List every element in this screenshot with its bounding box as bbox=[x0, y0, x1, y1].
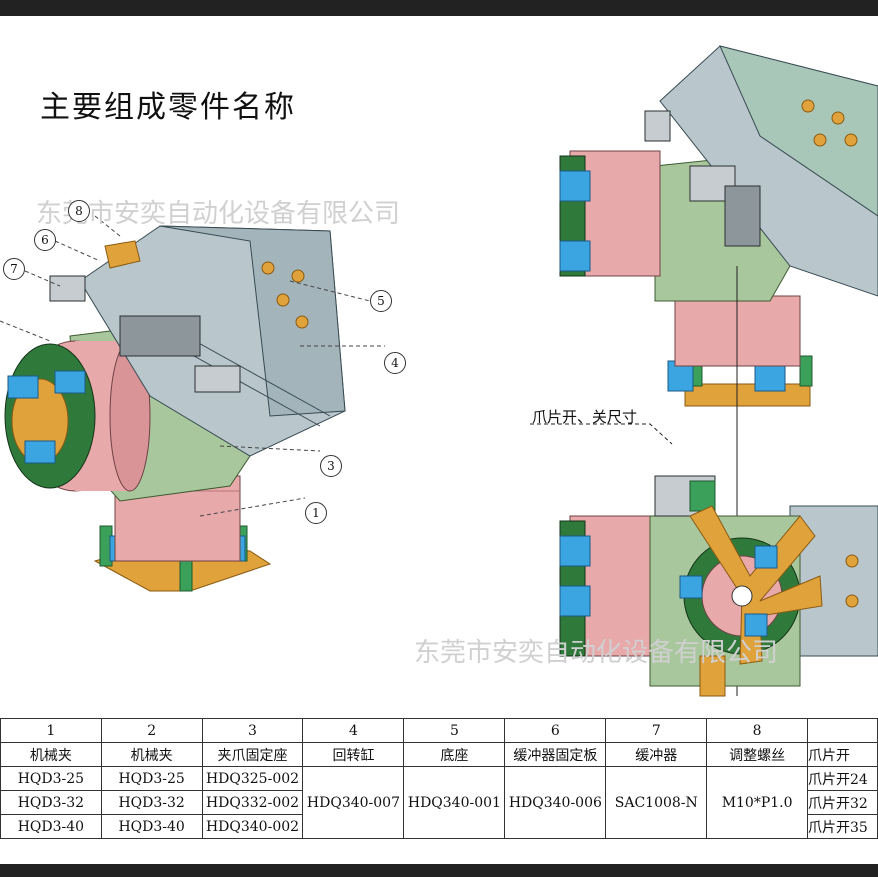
table-header: 底座 bbox=[403, 742, 506, 767]
screw bbox=[845, 594, 859, 608]
screw bbox=[261, 261, 275, 275]
table-header: 调整螺丝 bbox=[706, 742, 809, 767]
watermark-bottom: 东莞市安奕自动化设备有限公司 bbox=[414, 638, 779, 668]
table-header: 缓冲器 bbox=[605, 742, 708, 767]
jaw bbox=[679, 575, 703, 599]
top-bar bbox=[0, 0, 878, 16]
table-cell: HQD3-25 bbox=[0, 766, 102, 791]
table-cell: HQD3-25 bbox=[100, 766, 203, 791]
table-cell: 爪片开24 bbox=[807, 766, 878, 791]
jaw bbox=[54, 370, 86, 394]
base-plate bbox=[684, 383, 811, 407]
table-header: 机械夹 bbox=[100, 742, 203, 767]
screw bbox=[845, 554, 859, 568]
leader-line bbox=[199, 497, 306, 517]
table-row: HQD3-40 HQD3-40 HDQ340-002 爪片开35 bbox=[0, 814, 878, 839]
leader-line bbox=[24, 270, 61, 287]
jaw bbox=[744, 613, 768, 637]
table-header: 缓冲器固定板 bbox=[504, 742, 607, 767]
right-front-view bbox=[559, 475, 878, 697]
buffer-plate bbox=[724, 185, 761, 247]
claw-plate bbox=[689, 505, 823, 665]
table-cell: 4 bbox=[302, 718, 405, 743]
left-assembly bbox=[0, 215, 385, 592]
stopper bbox=[754, 365, 786, 392]
buffer bbox=[699, 655, 726, 697]
table-cell: HDQ340-006 bbox=[504, 766, 607, 839]
table-cell: 1 bbox=[0, 718, 102, 743]
table-cell: HDQ325-002 bbox=[201, 766, 304, 791]
callout-7: 7 bbox=[3, 258, 25, 280]
leader-line bbox=[94, 215, 121, 237]
table-header-row: 机械夹 机械夹 夹爪固定座 回转缸 底座 缓冲器固定板 缓冲器 调整螺丝 爪片开 bbox=[0, 742, 878, 767]
bolt bbox=[49, 275, 86, 302]
table-cell: HQD3-32 bbox=[100, 790, 203, 815]
screw bbox=[831, 111, 845, 125]
buffer bbox=[194, 365, 241, 393]
table-number-row: 1 2 3 4 5 6 7 8 bbox=[0, 718, 878, 743]
callout-3: 3 bbox=[320, 455, 342, 477]
page-title: 主要组成零件名称 bbox=[40, 90, 296, 125]
table-cell: HQD3-40 bbox=[100, 814, 203, 839]
leader-line bbox=[219, 445, 321, 452]
buffer-plate bbox=[119, 315, 201, 357]
table-cell: 5 bbox=[403, 718, 506, 743]
watermark-top: 东莞市安奕自动化设备有限公司 bbox=[36, 199, 401, 229]
table-cell: 2 bbox=[100, 718, 203, 743]
jaw bbox=[7, 375, 39, 399]
bottom-bar bbox=[0, 864, 878, 877]
table-cell: HQD3-40 bbox=[0, 814, 102, 839]
table-cell: HDQ340-002 bbox=[201, 814, 304, 839]
dimension-label: 爪片开、关尺寸 bbox=[532, 408, 638, 426]
table-cell: HDQ340-007 bbox=[302, 766, 405, 839]
right-side-view bbox=[530, 45, 878, 696]
screw bbox=[844, 133, 858, 147]
table-header: 爪片开 bbox=[807, 742, 878, 767]
table-header: 夹爪固定座 bbox=[201, 742, 304, 767]
callout-6: 6 bbox=[34, 229, 56, 251]
leader-line bbox=[54, 240, 101, 262]
screw bbox=[276, 293, 290, 307]
table-cell bbox=[807, 718, 878, 743]
table-row: HQD3-25 HQD3-25 HDQ325-002 HDQ340-007 HD… bbox=[0, 766, 878, 839]
table-header: 机械夹 bbox=[0, 742, 102, 767]
table-cell: SAC1008-N bbox=[605, 766, 708, 839]
callout-1: 1 bbox=[305, 502, 327, 524]
table-cell: 8 bbox=[706, 718, 809, 743]
table-cell: 7 bbox=[605, 718, 708, 743]
jaw bbox=[559, 240, 591, 272]
adjust-screw bbox=[104, 240, 141, 269]
jaw bbox=[559, 585, 591, 617]
table-cell: 爪片开35 bbox=[807, 814, 878, 839]
jaw bbox=[24, 440, 56, 464]
table-row: HQD3-32 HQD3-32 HDQ332-002 爪片开32 bbox=[0, 790, 878, 815]
table-cell: 3 bbox=[201, 718, 304, 743]
table-cell: 爪片开32 bbox=[807, 790, 878, 815]
dimension-leader bbox=[530, 423, 673, 445]
parts-table: 1 2 3 4 5 6 7 8 机械夹 机械夹 夹爪固定座 回转缸 底座 缓冲器… bbox=[0, 718, 878, 839]
table-cell: HDQ340-001 bbox=[403, 766, 506, 839]
screw bbox=[291, 269, 305, 283]
jaw bbox=[559, 535, 591, 567]
screw bbox=[295, 315, 309, 329]
buffer bbox=[689, 165, 736, 202]
table-cell: HDQ332-002 bbox=[201, 790, 304, 815]
table-cell: HQD3-32 bbox=[0, 790, 102, 815]
callout-5: 5 bbox=[370, 290, 392, 312]
callout-4: 4 bbox=[384, 352, 406, 374]
jaw bbox=[559, 170, 591, 202]
technical-illustration bbox=[0, 45, 878, 697]
screw bbox=[813, 133, 827, 147]
spring bbox=[799, 355, 813, 387]
table-cell: 6 bbox=[504, 718, 607, 743]
bolt bbox=[644, 110, 671, 142]
leader-line bbox=[0, 320, 51, 342]
jaw bbox=[754, 545, 778, 569]
screw bbox=[801, 99, 815, 113]
table-cell: M10*P1.0 bbox=[706, 766, 809, 839]
table-header: 回转缸 bbox=[302, 742, 405, 767]
callout-8: 8 bbox=[68, 200, 90, 222]
